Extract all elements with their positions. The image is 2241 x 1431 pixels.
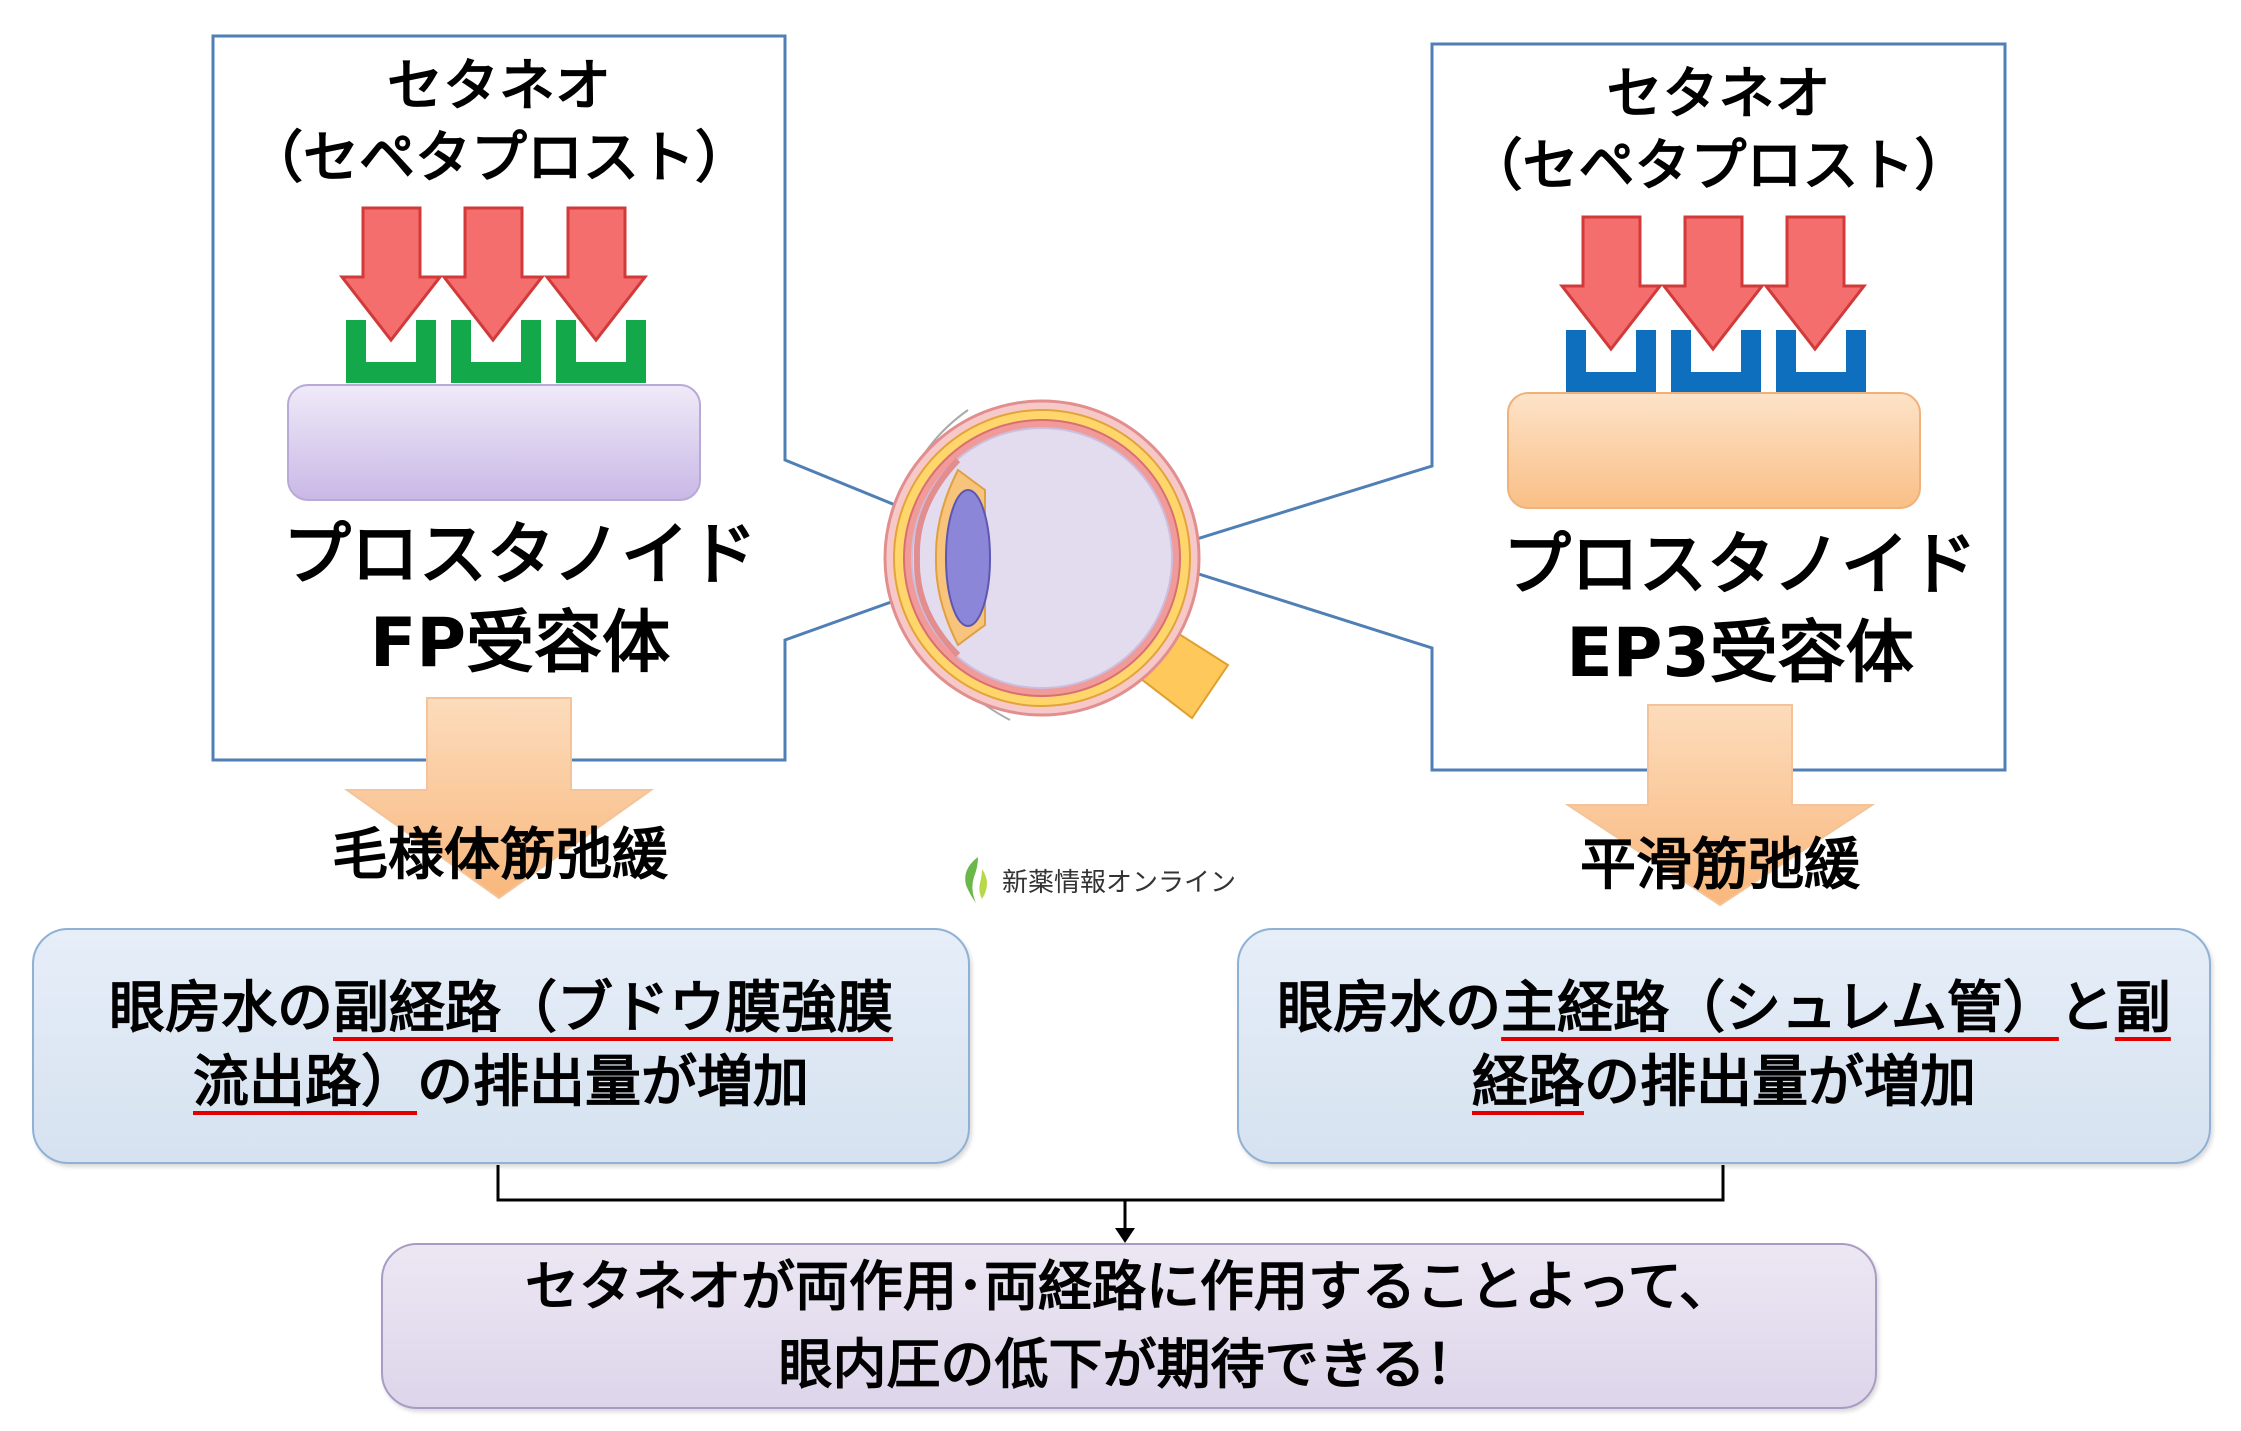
left-result-line1: 眼房水の副経路（ブドウ膜強膜 xyxy=(109,972,893,1046)
ep3-receptor-3 xyxy=(1776,330,1866,393)
leaf-logo-icon xyxy=(965,857,987,903)
right-agonist-arrows xyxy=(1558,215,1868,352)
left-result-prefix: 眼房水の xyxy=(109,976,333,1041)
right-drug-name: セタネオ xyxy=(1606,62,1831,127)
right-result-line1: 眼房水の主経路（シュレム管）と副 xyxy=(1277,972,2171,1046)
left-down-arrow xyxy=(343,697,655,900)
right-result-box: 眼房水の主経路（シュレム管）と副 経路の排出量が増加 xyxy=(1237,928,2211,1164)
lens xyxy=(945,489,991,627)
eye-illustration xyxy=(883,399,1230,721)
right-down-arrow xyxy=(1564,704,1876,907)
connector-right xyxy=(1125,1165,1725,1202)
conclusion-box: セタネオが両作用･両経路に作用することよって、 眼内圧の低下が期待できる！ xyxy=(381,1243,1877,1409)
left-generic-name: （セペタプロスト） xyxy=(247,126,751,191)
right-result-highlight2: 副 xyxy=(2114,976,2171,1041)
left-arrow-1 xyxy=(338,206,444,343)
cornea xyxy=(913,457,961,658)
left-cell-membrane xyxy=(287,384,701,501)
connector-arrowhead xyxy=(1115,1228,1135,1243)
fp-receptor-3 xyxy=(556,320,646,383)
right-result-highlight3: 経路 xyxy=(1472,1050,1584,1115)
left-drug-name: セタネオ xyxy=(387,54,611,119)
right-generic-name: （セペタプロスト） xyxy=(1466,134,1971,199)
left-result-highlight1: 副経路（ブドウ膜強膜 xyxy=(333,976,893,1041)
watermark-text: 新薬情報オンライン xyxy=(1002,867,1237,898)
right-result-suffix: の排出量が増加 xyxy=(1584,1050,1976,1115)
left-agonist-arrows xyxy=(338,206,649,343)
connector-left xyxy=(496,1165,1125,1202)
ep3-receptor-1 xyxy=(1566,330,1656,393)
left-arrow-2 xyxy=(440,206,546,343)
right-result-prefix: 眼房水の xyxy=(1277,976,1502,1041)
fp-receptor-1 xyxy=(346,320,436,383)
right-panel-frame xyxy=(1136,42,2007,772)
right-result-line2: 経路の排出量が増加 xyxy=(1472,1046,1976,1120)
right-cell-membrane xyxy=(1507,392,1921,509)
right-result-mid: と xyxy=(2058,976,2115,1041)
conclusion-line1: セタネオが両作用･両経路に作用することよって、 xyxy=(525,1255,1733,1318)
right-receptor-line2: EP3受容体 xyxy=(1566,614,1914,693)
left-receptor-line2: FP受容体 xyxy=(369,604,671,683)
right-result-highlight1: 主経路（シュレム管） xyxy=(1501,976,2059,1041)
right-arrow-2 xyxy=(1660,215,1766,352)
left-result-suffix: の排出量が増加 xyxy=(417,1050,809,1115)
conclusion-line2: 眼内圧の低下が期待できる！ xyxy=(778,1333,1480,1396)
left-receptor-line1: プロスタノイド xyxy=(283,516,757,595)
left-result-highlight2: 流出路） xyxy=(193,1050,417,1115)
left-result-box: 眼房水の副経路（ブドウ膜強膜 流出路）の排出量が増加 xyxy=(32,928,970,1164)
watermark: 新薬情報オンライン xyxy=(960,855,1236,905)
right-arrow-3 xyxy=(1762,215,1868,352)
fp-receptor-2 xyxy=(451,320,541,383)
ep3-receptors xyxy=(1566,330,1866,393)
left-effect-label: 毛様体筋弛緩 xyxy=(332,823,668,888)
right-effect-label: 平滑筋弛緩 xyxy=(1580,833,1860,898)
right-receptor-line1: プロスタノイド xyxy=(1503,526,1977,605)
left-arrow-3 xyxy=(543,206,649,343)
left-result-line2: 流出路）の排出量が増加 xyxy=(193,1046,809,1120)
fp-receptors xyxy=(346,320,646,383)
ep3-receptor-2 xyxy=(1671,330,1761,393)
right-arrow-1 xyxy=(1558,215,1664,352)
